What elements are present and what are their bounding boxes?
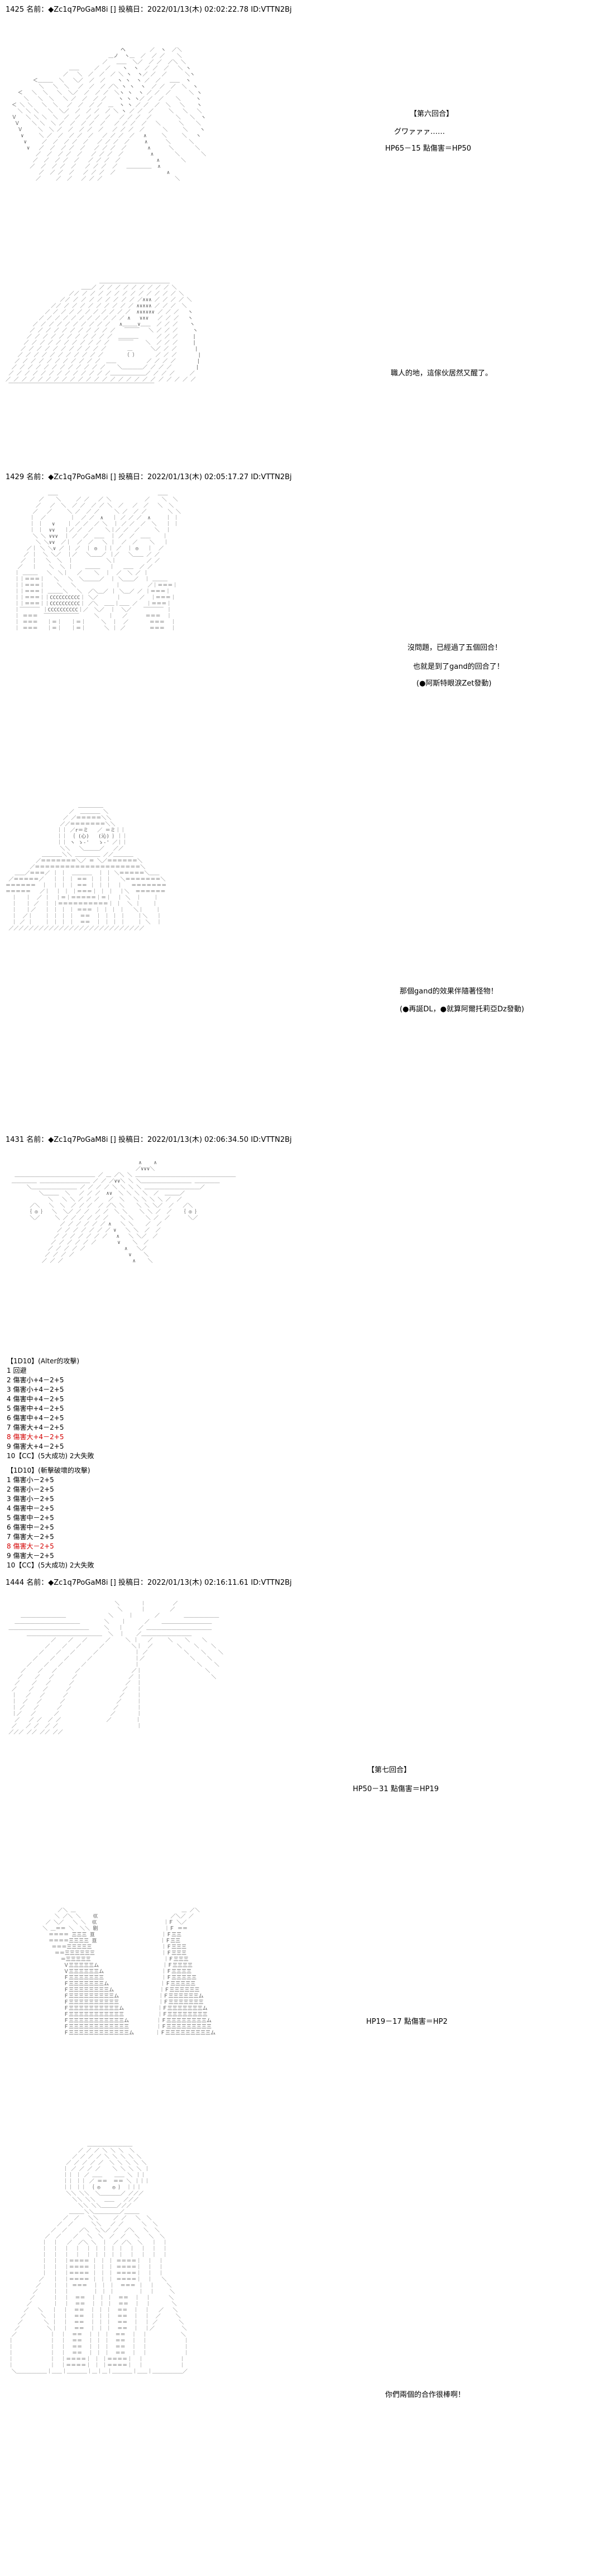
- dice-title: 【1D10】(斬擊破壞的攻擊): [7, 1467, 90, 1474]
- caption-line: 那個gand的效果伴隨著怪物！: [400, 987, 498, 996]
- dice-row: 4 傷害中－2+5: [7, 1504, 54, 1512]
- caption-line: 沒問題，已經過了五個回合！: [407, 644, 502, 652]
- caption-line: (●再誕DL，●就算阿爾托莉亞Dz發動): [400, 1005, 524, 1014]
- post-header: 1429 名前：◆Zc1q7PoGaM8i [] 投稿日：2022/01/13(…: [6, 473, 292, 481]
- ascii-art-sleeping-character: ＿＿＿＿＿＿＿＿＿＿＿＿＿＿ ＿＿／ ／ ／ ／ ／ ／ ／ ／ ／ ／ ＼ ／…: [6, 279, 201, 389]
- dice-row: 10【CC】(5大成功) 2大失敗: [7, 1452, 94, 1460]
- dice-row: 7 傷害大+4－2+5: [7, 1424, 64, 1431]
- dice-row: 2 傷害小+4－2+5: [7, 1376, 64, 1384]
- dice-row: 7 傷害大－2+5: [7, 1533, 54, 1541]
- dice-row-highlighted: 8 傷害大+4－2+5: [7, 1433, 64, 1441]
- narration-hp2: HP19－17 點傷害＝HP2: [366, 2017, 534, 2028]
- caption-line: 【第六回合】: [410, 110, 454, 118]
- dice-row: 5 傷害中－2+5: [7, 1514, 54, 1522]
- dice-row: 3 傷害小+4－2+5: [7, 1386, 64, 1393]
- post-header: 1431 名前：◆Zc1q7PoGaM8i [] 投稿日：2022/01/13(…: [6, 1136, 292, 1144]
- ascii-art-two-towers: ／＼ ＿ ＿ ／＼ ＼ ／＼ ＼ 巛 ／＼／ ／ ／ ＼／ ＼ ＼ 巛 ｜Ｆ ＼…: [42, 1908, 216, 2036]
- ascii-art-two-characters: ＿＿ ＿＿ ／ ＼ ／ ／ ／ ＼ ／ ＼ ＼ ／ ／ ＼ ／ ／ ／ ／ ＼ …: [15, 491, 181, 631]
- dice-table-alter: 【1D10】(Alter的攻擊) 1 回避 2 傷害小+4－2+5 3 傷害小+…: [7, 1357, 94, 1461]
- caption-line: 你們兩個的合作很棒啊！: [385, 2391, 466, 2399]
- dice-row: 1 回避: [7, 1367, 27, 1374]
- caption-line: HP50－31 點傷害＝HP19: [353, 1785, 439, 1793]
- narration-cooperation: 你們兩個的合作很棒啊！: [385, 2390, 564, 2401]
- dice-row: 9 傷害大－2+5: [7, 1552, 54, 1560]
- dice-row: 1 傷害小－2+5: [7, 1476, 54, 1484]
- ascii-art-light-burst: ＼ ｜ ／ ＼ ｜ ／ ＿＿＿＿＿＿＿＿＿ ＼ ｜ ／ ＿＿＿＿＿＿＿ ＿＿＿＿…: [8, 1601, 223, 1735]
- dice-table-slash: 【1D10】(斬擊破壞的攻擊) 1 傷害小－2+5 2 傷害小－2+5 3 傷害…: [7, 1466, 94, 1570]
- caption-line: (●阿斯特眼淚Zet發動): [416, 679, 492, 688]
- caption-line: [353, 1776, 520, 1784]
- caption-line: グワァァァ……: [394, 128, 445, 136]
- caption-line: [394, 138, 578, 143]
- ascii-art-monster: ヘ ／ ヽ ／＼ ＿ノ ヽ＿ ／ ／ ／ ＼ ／ ＿＿ ＼／ ／ ／ ／＼ ＼ …: [11, 47, 207, 182]
- ascii-art-winged-character: ∧ ∧ ／∨∨∨＼ ＿＿＿＿＿＿＿＿＿＿＿＿＿＿＿＿ ／ ＿ ／＼ ＼ ＿＿＿＿…: [11, 1160, 236, 1264]
- post-header: 1425 名前：◆Zc1q7PoGaM8i [] 投稿日：2022/01/13(…: [6, 6, 292, 14]
- dice-row: 10【CC】(5大成功) 2大失敗: [7, 1561, 94, 1569]
- ascii-art-armored-character: ＿＿＿＿＿ ／ ＿＿＿＿ ＼ ／ ／＝＝＝＝＝＼＼ ／／＝＝＝＝＝＝＝＼＼ ｜｜…: [6, 803, 167, 932]
- caption-line: HP19－17 點傷害＝HP2: [366, 2018, 448, 2026]
- dice-row: 2 傷害小－2+5: [7, 1485, 54, 1493]
- caption-line: 【第七回合】: [367, 1766, 411, 1774]
- narration-round7: 【第七回合】 HP50－31 點傷害＝HP19: [353, 1765, 520, 1795]
- dice-row: 4 傷害中+4－2+5: [7, 1395, 64, 1403]
- caption-line: HP65－15 點傷害＝HP50: [385, 144, 471, 153]
- narration-awake: 職人的地，這傢伙居然又醒了。: [391, 368, 581, 379]
- ascii-art-final-character: ＿＿＿＿＿＿＿＿＿ ／ ／ ／ ＼ ＼ ＼ ＼ ／ ／ ／ ／ ＼ ＼ ＼ ＼ …: [8, 2142, 189, 2375]
- post-header: 1444 名前：◆Zc1q7PoGaM8i [] 投稿日：2022/01/13(…: [6, 1579, 292, 1587]
- dice-row: 6 傷害中－2+5: [7, 1523, 54, 1531]
- dice-row: 6 傷害中+4－2+5: [7, 1414, 64, 1422]
- dice-row: 9 傷害大+4－2+5: [7, 1443, 64, 1450]
- narration-gand-turn: 沒問題，已經過了五個回合！ 也就是到了gand的回合了！ (●阿斯特眼淚Zet發…: [407, 643, 597, 689]
- dice-row: 5 傷害中+4－2+5: [7, 1405, 64, 1412]
- narration-round6: 【第六回合】 グワァァァ…… HP65－15 點傷害＝HP50: [385, 109, 578, 155]
- dice-row-highlighted: 8 傷害大－2+5: [7, 1542, 54, 1550]
- dice-title: 【1D10】(Alter的攻擊): [7, 1357, 80, 1365]
- caption-line: 職人的地，這傢伙居然又醒了。: [391, 369, 493, 378]
- dice-row: 3 傷害小－2+5: [7, 1495, 54, 1503]
- narration-gand-effect: 那個gand的效果伴隨著怪物！ (●再誕DL，●就算阿爾托莉亞Dz發動): [400, 986, 601, 1015]
- caption-line: 也就是到了gand的回合了！: [413, 663, 504, 671]
